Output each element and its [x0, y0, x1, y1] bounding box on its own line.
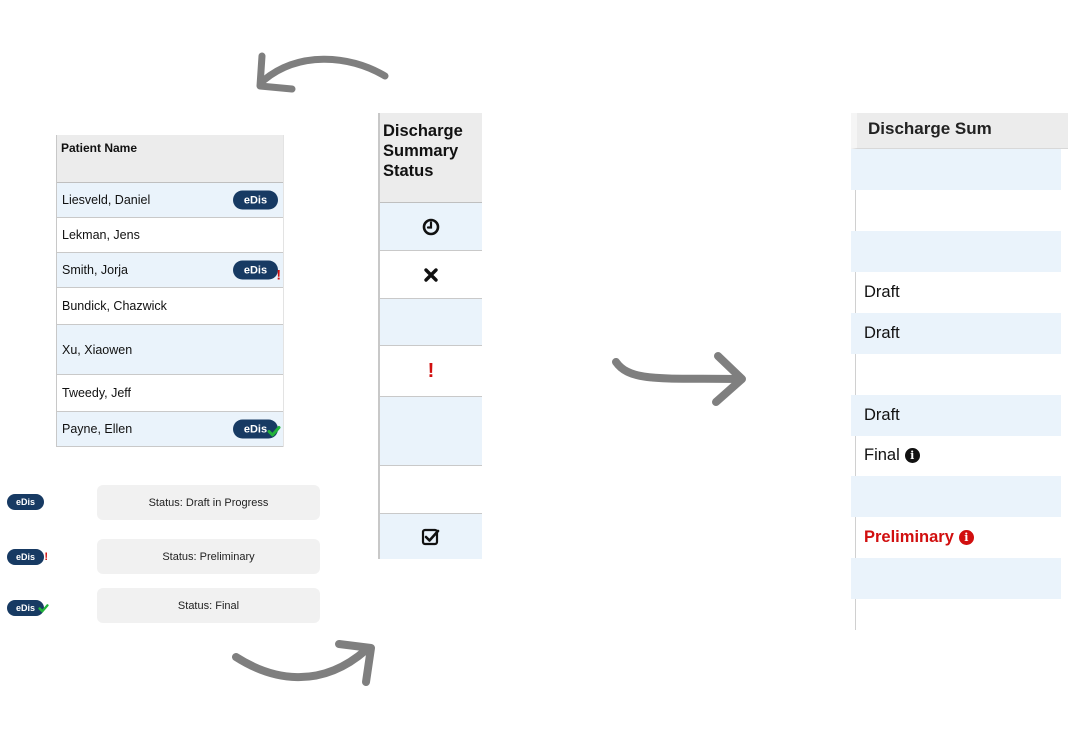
- summary-row[interactable]: Draft: [864, 283, 900, 301]
- discharge-summary-header: Discharge Sum: [851, 113, 1068, 149]
- patient-name: Lekman, Jens: [62, 228, 140, 242]
- legend-edis-badge-final: eDis: [7, 600, 49, 616]
- summary-row[interactable]: Draft: [851, 313, 1061, 354]
- patient-row[interactable]: Bundick, Chazwick: [57, 288, 283, 325]
- patient-name: Liesveld, Daniel: [62, 193, 151, 207]
- patient-row[interactable]: Tweedy, Jeff: [57, 375, 283, 412]
- edis-badge-preliminary[interactable]: eDis!: [233, 260, 281, 283]
- patient-row[interactable]: Lekman, Jens: [57, 218, 283, 253]
- status-cell[interactable]: [380, 299, 482, 346]
- edis-badge-final[interactable]: eDis: [233, 419, 281, 439]
- status-cell[interactable]: [380, 466, 482, 514]
- patient-row[interactable]: Liesveld, Daniel eDis: [57, 183, 283, 218]
- legend-status-preliminary: Status: Preliminary: [97, 539, 320, 574]
- status-cell[interactable]: [380, 397, 482, 466]
- summary-row[interactable]: [851, 558, 1061, 599]
- exclamation-icon: !: [276, 266, 281, 283]
- summary-row[interactable]: Draft: [851, 395, 1061, 436]
- legend-edis-badge-draft: eDis: [7, 494, 44, 510]
- status-cell[interactable]: [380, 251, 482, 299]
- patient-row[interactable]: Payne, Ellen eDis: [57, 412, 283, 447]
- info-circle-icon[interactable]: i: [958, 530, 974, 545]
- column-divider: [855, 149, 856, 630]
- summary-row[interactable]: [851, 231, 1061, 272]
- checkbox-icon: [421, 528, 440, 545]
- legend-status-draft: Status: Draft in Progress: [97, 485, 320, 520]
- clock-icon: [422, 218, 440, 235]
- patient-row[interactable]: Xu, Xiaowen: [57, 325, 283, 375]
- edis-badge-draft[interactable]: eDis: [233, 190, 278, 210]
- legend-status-final: Status: Final: [97, 588, 320, 623]
- summary-row[interactable]: [851, 354, 1061, 395]
- status-cell[interactable]: [380, 514, 482, 559]
- exclamation-icon: !: [44, 551, 48, 563]
- summary-row[interactable]: [851, 476, 1061, 517]
- patient-name-header: Patient Name: [57, 135, 283, 183]
- legend-edis-badge-preliminary: eDis!: [7, 549, 48, 565]
- patient-name: Tweedy, Jeff: [62, 386, 132, 400]
- summary-row[interactable]: [851, 599, 1061, 630]
- patient-row[interactable]: Smith, Jorja eDis!: [57, 253, 283, 288]
- check-icon: [267, 426, 281, 437]
- exclamation-icon: !: [427, 359, 435, 382]
- summary-row[interactable]: [851, 190, 1061, 231]
- check-icon: [38, 604, 49, 613]
- status-cell[interactable]: !: [380, 346, 482, 397]
- patient-name: Xu, Xiaowen: [62, 342, 133, 357]
- status-cell[interactable]: [380, 203, 482, 251]
- x-icon: [424, 267, 438, 282]
- patient-name: Payne, Ellen: [62, 422, 133, 436]
- patient-table: Patient Name Liesveld, Daniel eDis Lekma…: [56, 135, 284, 447]
- discharge-summary-status-header: Discharge Summary Status: [380, 113, 482, 203]
- summary-row[interactable]: [851, 149, 1061, 190]
- patient-name: Smith, Jorja: [62, 263, 128, 277]
- discharge-summary-status-column: Discharge Summary Status !: [378, 113, 482, 559]
- patient-name: Bundick, Chazwick: [62, 299, 167, 313]
- info-circle-icon[interactable]: i: [904, 448, 920, 463]
